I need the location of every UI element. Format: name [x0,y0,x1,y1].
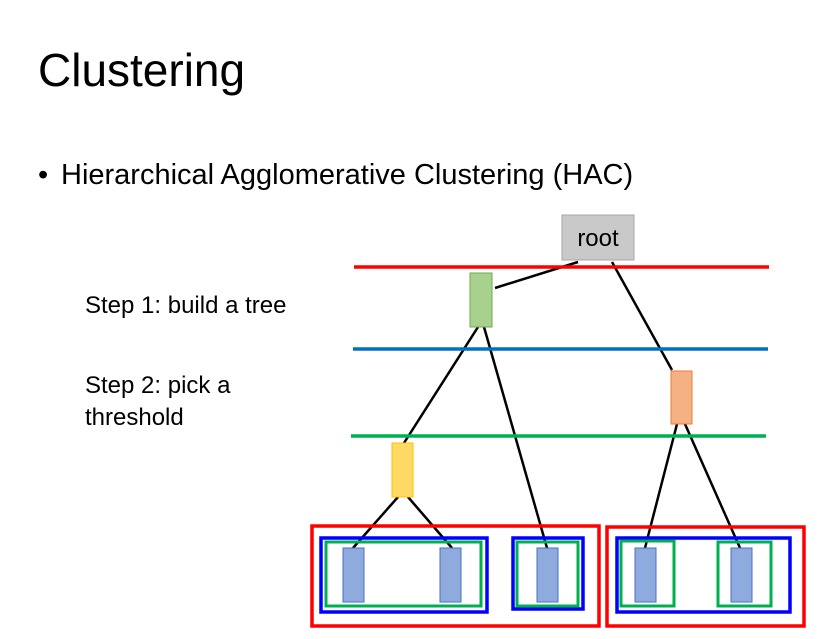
bullet-text: Hierarchical Agglomerative Clustering (H… [61,159,634,191]
edge-orange-leaf5 [683,423,742,549]
blue-cluster-box-1 [319,536,489,614]
green-cluster-box-3 [619,539,676,608]
leaf-node-4 [634,547,657,603]
leaf-node-2 [439,547,462,603]
leaf-node-5 [730,547,753,603]
blue-cluster-box-2 [511,536,585,611]
slide-title: Clustering [38,44,246,96]
step-2-text: Step 2: pick a threshold [85,370,315,434]
root-label: root [577,225,619,252]
edge-yellow-leaf1 [352,496,399,549]
edge-root-orange [610,261,674,371]
green-cluster-box-2 [515,540,580,608]
step-1-text: Step 1: build a tree [85,292,287,319]
green-cluster-box-1 [324,540,483,608]
red-cluster-box-left [310,524,601,628]
blue-cluster-box-3 [615,536,792,614]
edge-yellow-leaf2 [407,496,453,549]
leaf-node-3 [536,547,559,603]
step-2-line-1: Step 2: pick a [85,372,231,399]
bullet-item: • Hierarchical Agglomerative Clustering (… [38,155,633,195]
step-2-line-2: threshold [85,404,184,431]
green-cluster-box-4 [716,540,773,608]
root-node [561,214,635,261]
yellow-node [391,442,414,498]
red-cluster-box-right [605,525,806,628]
edge-orange-leaf4 [643,423,679,549]
bullet-marker: • [38,159,49,191]
orange-node [670,370,693,425]
leaf-node-1 [342,547,365,603]
edge-green-yellow [402,326,480,444]
green-node [469,272,493,328]
